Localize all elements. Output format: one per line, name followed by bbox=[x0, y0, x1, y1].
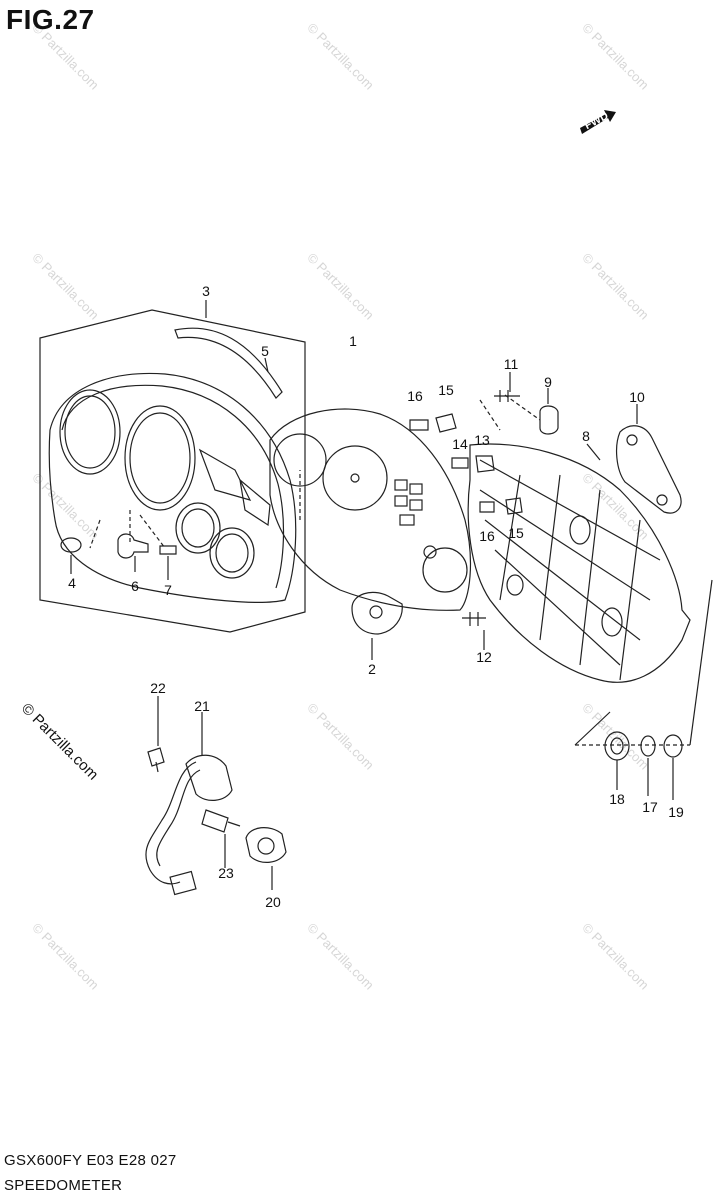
callout-3: 3 bbox=[202, 283, 210, 299]
part-14-bulb bbox=[451, 457, 469, 469]
small-gauge-left bbox=[175, 502, 221, 554]
callout-15a: 15 bbox=[438, 382, 454, 398]
part-16b-bulb bbox=[479, 501, 495, 513]
part-20-cap bbox=[245, 827, 287, 863]
callout-14: 14 bbox=[452, 436, 468, 452]
part-15-socket bbox=[435, 413, 457, 433]
callout-9: 9 bbox=[544, 374, 552, 390]
callout-20: 20 bbox=[265, 894, 281, 910]
part-12-screw bbox=[462, 612, 486, 626]
callout-16b: 16 bbox=[479, 528, 495, 544]
callout-17: 17 bbox=[642, 799, 658, 815]
part-22-screw bbox=[147, 747, 165, 773]
callout-11: 11 bbox=[503, 356, 519, 372]
callout-22: 22 bbox=[150, 680, 166, 696]
small-gauge-right bbox=[209, 527, 255, 579]
callout-7: 7 bbox=[164, 582, 172, 598]
callout-16a: 16 bbox=[407, 388, 423, 404]
part-6-bulb bbox=[117, 533, 149, 559]
callout-5: 5 bbox=[261, 343, 269, 359]
visor-strip bbox=[174, 327, 283, 399]
fwd-arrow-icon: FWD bbox=[578, 108, 618, 138]
callout-18: 18 bbox=[609, 791, 625, 807]
part-17-washer bbox=[640, 735, 656, 757]
callout-15b: 15 bbox=[508, 525, 524, 541]
callout-21: 21 bbox=[194, 698, 210, 714]
part-11-screw bbox=[494, 390, 520, 402]
assembly-box bbox=[39, 309, 306, 633]
model-code: GSX600FY E03 E28 027 bbox=[4, 1152, 177, 1169]
front-housing bbox=[48, 372, 297, 603]
harness-connector bbox=[169, 870, 197, 896]
bracket bbox=[615, 425, 682, 514]
callout-1: 1 bbox=[349, 333, 357, 349]
part-4-socket bbox=[60, 537, 82, 553]
tach-gauge bbox=[59, 389, 121, 475]
part-2-knob bbox=[351, 591, 403, 635]
part-9-grommet bbox=[539, 405, 559, 435]
figure-title: FIG.27 bbox=[6, 4, 95, 35]
callout-13: 13 bbox=[474, 432, 490, 448]
part-15b-socket bbox=[505, 497, 523, 515]
meter-cluster bbox=[269, 408, 472, 611]
callout-10: 10 bbox=[629, 389, 645, 405]
callout-23: 23 bbox=[218, 865, 234, 881]
part-7-bulb bbox=[159, 545, 177, 555]
part-13-socket bbox=[475, 455, 495, 473]
part-21-socket bbox=[185, 754, 233, 801]
rear-case bbox=[467, 443, 691, 683]
callout-12: 12 bbox=[476, 649, 492, 665]
section-name: SPEEDOMETER bbox=[4, 1177, 123, 1194]
part-18-cushion bbox=[604, 731, 630, 761]
part-19-nut bbox=[663, 734, 683, 758]
part-23-bulb bbox=[201, 809, 241, 833]
part-16-bulb bbox=[409, 419, 429, 431]
callout-6: 6 bbox=[131, 578, 139, 594]
callout-19: 19 bbox=[668, 804, 684, 820]
callout-4: 4 bbox=[68, 575, 76, 591]
callout-2: 2 bbox=[368, 661, 376, 677]
wiring-harness bbox=[145, 761, 197, 885]
callout-8: 8 bbox=[582, 428, 590, 444]
speed-gauge bbox=[124, 405, 196, 511]
